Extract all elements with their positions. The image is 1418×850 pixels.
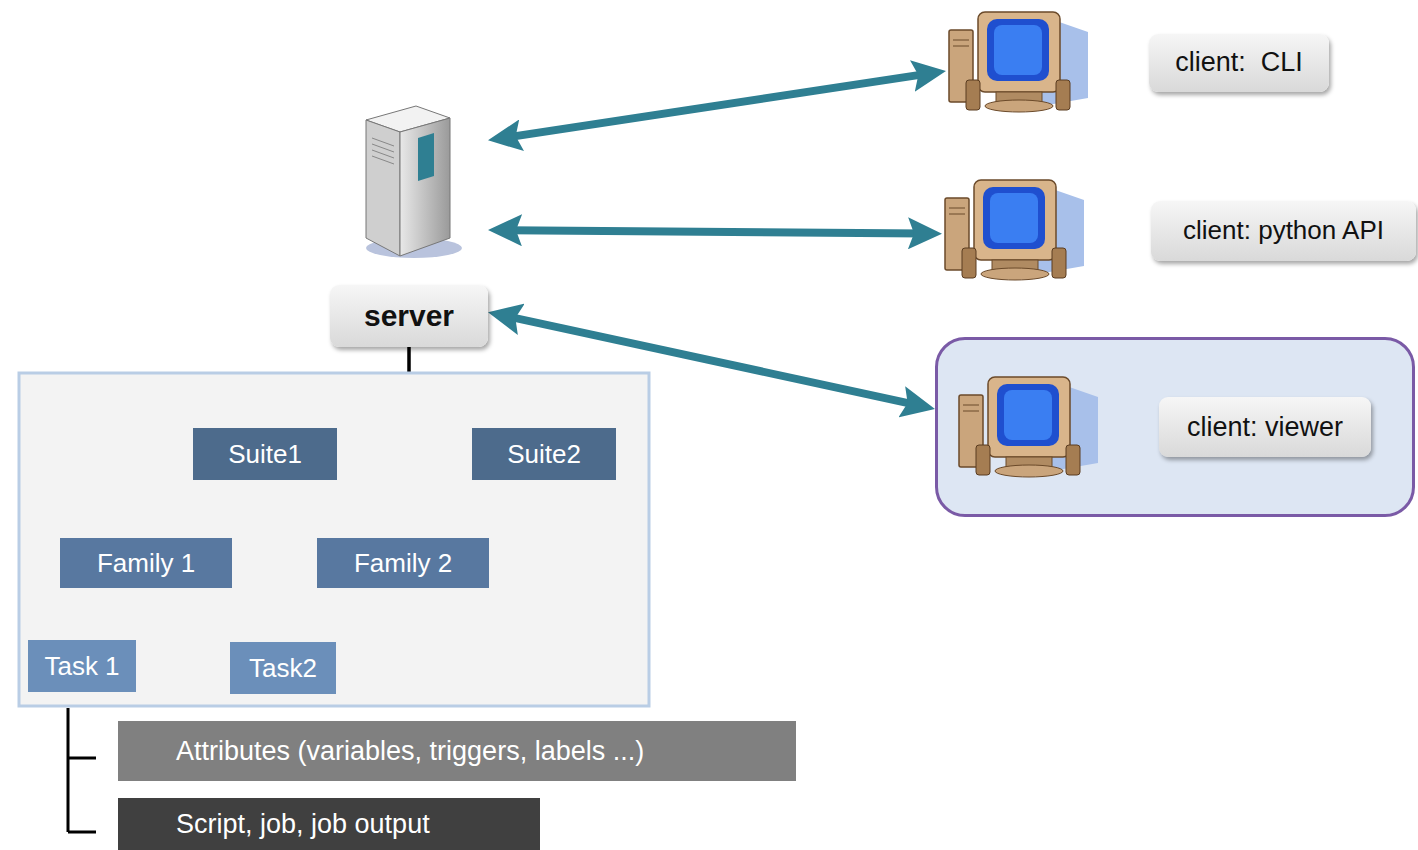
- icon-screen-glow: [994, 25, 1042, 75]
- computer-icon: [942, 178, 1087, 283]
- server-vents: [372, 138, 394, 164]
- tree-box: Suite1: [193, 428, 337, 480]
- icon-screen-glow: [990, 193, 1038, 243]
- box-label: Suite1: [228, 439, 302, 470]
- icon-speaker: [1056, 80, 1070, 110]
- server-slot: [418, 133, 434, 181]
- server-front: [400, 118, 450, 256]
- tree-box: Family 1: [60, 538, 232, 588]
- connection-arrow: [506, 74, 928, 138]
- box-label: Task2: [249, 653, 317, 684]
- icon-line: [953, 40, 969, 41]
- icon-monitor: [988, 377, 1070, 457]
- icon-screen-glow: [1004, 390, 1052, 440]
- client-node: client: CLI: [946, 10, 1329, 115]
- icon-screen: [997, 384, 1059, 446]
- server-label: server: [330, 285, 488, 347]
- icon-foot: [995, 465, 1063, 477]
- icon-foot: [981, 268, 1049, 280]
- icon-line: [949, 208, 965, 209]
- client-label: client: CLI: [1149, 34, 1329, 92]
- server-side: [366, 120, 400, 256]
- icon-line: [963, 404, 979, 405]
- box-label: Task 1: [44, 651, 119, 682]
- icon-speaker: [962, 248, 976, 278]
- icon-screen: [987, 19, 1049, 81]
- tree-panel: [19, 373, 649, 706]
- viewer-panel: client: viewer: [935, 337, 1415, 517]
- tree-box: Task 1: [28, 640, 136, 692]
- icon-speaker: [1066, 445, 1080, 475]
- icon-speaker: [966, 80, 980, 110]
- box-label: Family 1: [97, 548, 195, 579]
- tree-box: Task2: [230, 642, 336, 694]
- icon-line: [953, 46, 969, 47]
- box-label: Suite2: [507, 439, 581, 470]
- box-label: Attributes (variables, triggers, labels …: [176, 736, 644, 767]
- icon-foot: [985, 100, 1053, 112]
- icon-speaker: [976, 445, 990, 475]
- icon-speaker: [1052, 248, 1066, 278]
- server-icon: [354, 98, 464, 263]
- client-label: client: python API: [1151, 201, 1416, 261]
- box-label: Script, job, job output: [176, 809, 430, 840]
- server-node: server: [330, 98, 488, 347]
- icon-monitor: [978, 12, 1060, 92]
- connection-arrow: [506, 230, 924, 233]
- computer-icon: [956, 375, 1101, 480]
- client-label: client: viewer: [1159, 397, 1371, 457]
- box-label: Family 2: [354, 548, 452, 579]
- client-node: client: python API: [942, 178, 1416, 283]
- computer-icon: [946, 10, 1091, 115]
- info-bar: Script, job, job output: [118, 798, 540, 850]
- icon-screen: [983, 187, 1045, 249]
- info-bar: Attributes (variables, triggers, labels …: [118, 721, 796, 781]
- bracket: [68, 708, 96, 832]
- icon-line: [949, 214, 965, 215]
- icon-line: [963, 410, 979, 411]
- tree-box: Suite2: [472, 428, 616, 480]
- tree-box: Family 2: [317, 538, 489, 588]
- icon-monitor: [974, 180, 1056, 260]
